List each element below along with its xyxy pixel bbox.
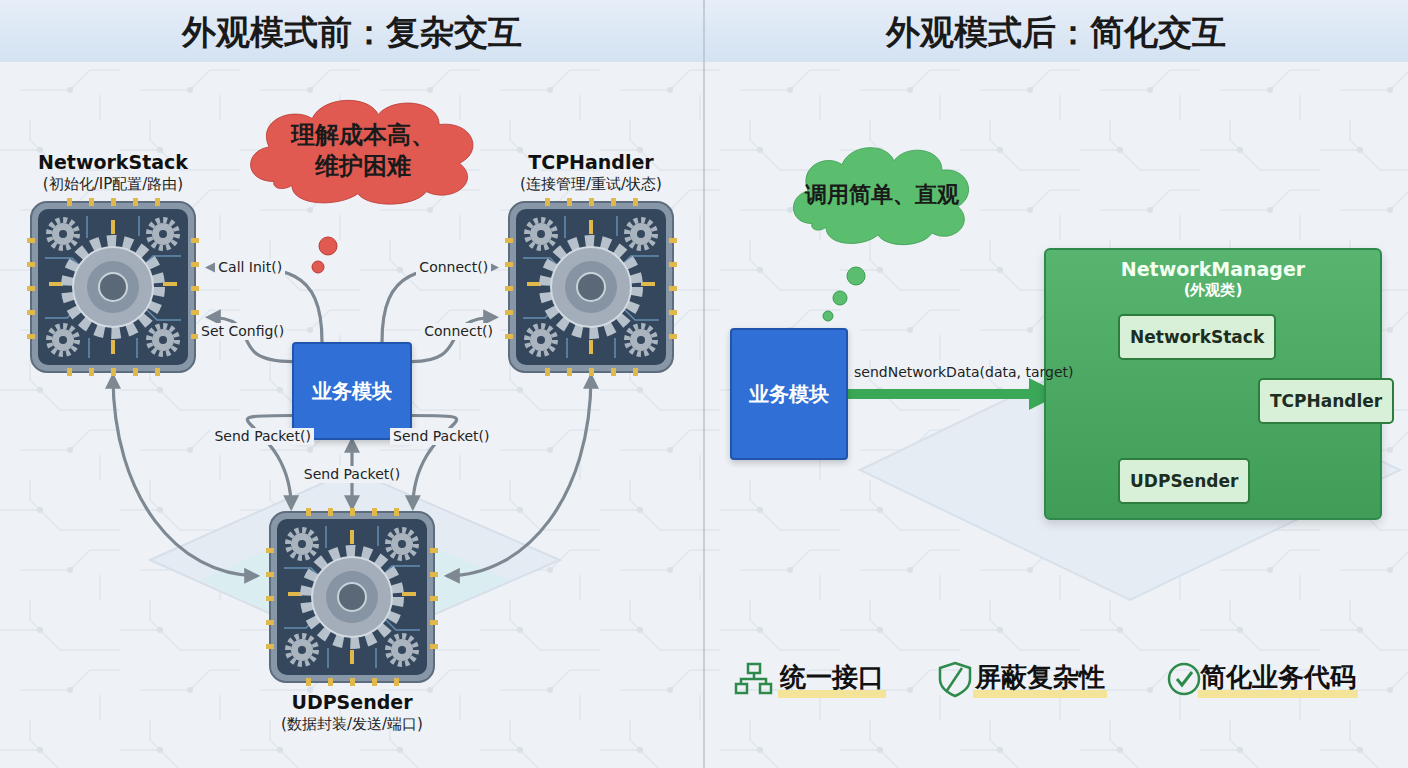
thought-cloud: 调用简单、直观: [782, 138, 982, 252]
connector: [412, 317, 496, 361]
cloud-text: 理解成本高、 维护困难: [288, 120, 438, 182]
connector: [848, 389, 1048, 399]
thought-cloud: 理解成本高、 维护困难: [236, 90, 490, 212]
benefit-label: 屏蔽复杂性: [975, 660, 1105, 695]
connector: [447, 376, 591, 576]
edge-label: Set Config(): [198, 323, 287, 340]
edge-label: Connect(): [421, 323, 496, 340]
business-box: 业务模块: [730, 328, 848, 460]
connector: [113, 376, 257, 576]
chip-illustration: [496, 198, 686, 376]
subsystem-name: UDPSender: [1130, 471, 1238, 491]
facade-name: NetworkManager: [1046, 258, 1380, 281]
module-chip: NetworkStack(初始化/IP配置/路由): [18, 150, 208, 376]
module-name: UDPSender: [257, 690, 447, 714]
facade-role: (外观类): [1046, 281, 1380, 300]
connector: [382, 267, 496, 342]
box-label: 业务模块: [312, 378, 392, 405]
module-chip: UDPSender(数据封装/发送/端口): [257, 508, 447, 734]
subsystem-name: TCPHandler: [1270, 391, 1382, 411]
edge-label: Send Packet(): [390, 428, 492, 445]
cloud-text: 调用简单、直观: [797, 181, 967, 210]
module-duties: (数据封装/发送/端口): [257, 714, 447, 734]
edge-label: Call Init(): [215, 259, 285, 276]
subsystem-box: UDPSender: [1118, 458, 1250, 504]
subsystem-name: NetworkStack: [1130, 327, 1264, 347]
module-duties: (初始化/IP配置/路由): [18, 174, 208, 194]
edge-label: Send Packet(): [211, 428, 313, 445]
chip-illustration: [257, 508, 447, 686]
subsystem-box: TCPHandler: [1258, 378, 1394, 424]
edge-label: sendNetworkData(data, target): [851, 364, 1076, 381]
cloud-shape: [236, 90, 490, 212]
module-duties: (连接管理/重试/状态): [496, 174, 686, 194]
module-name: TCPHandler: [496, 150, 686, 174]
module-chip: TCPHandler(连接管理/重试/状态): [496, 150, 686, 376]
edge-label: Connect(): [416, 259, 491, 276]
panel-title: 外观模式后：简化交互: [704, 10, 1408, 56]
edge-label: Send Packet(): [301, 466, 403, 483]
facade-class: NetworkManager(外观类) NetworkStackTCPHandle…: [1044, 248, 1382, 520]
box-label: 业务模块: [749, 381, 829, 408]
subsystem-box: NetworkStack: [1118, 314, 1276, 360]
module-name: NetworkStack: [18, 150, 208, 174]
panel-title: 外观模式前：复杂交互: [0, 10, 704, 56]
benefit-label: 统一接口: [780, 660, 884, 695]
business-box: 业务模块: [292, 342, 412, 440]
chip-illustration: [18, 198, 208, 376]
benefit-label: 简化业务代码: [1200, 660, 1356, 695]
